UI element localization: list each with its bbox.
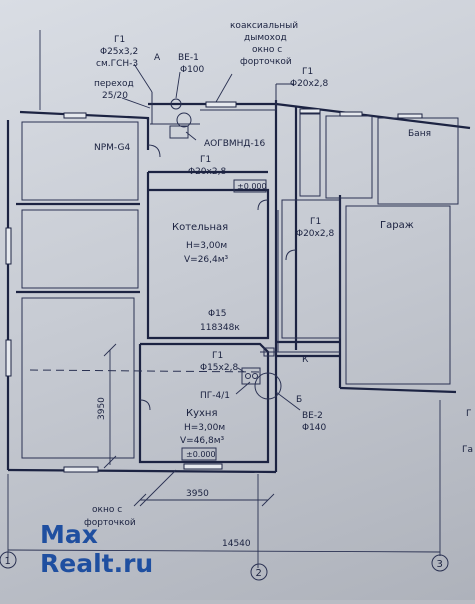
label-level-bottom: ±0.000 (186, 450, 216, 459)
leader-lines (121, 63, 301, 507)
axis-marker-2 (250, 563, 268, 581)
label-ve2-diameter: Φ140 (302, 423, 327, 433)
left-rooms (16, 121, 140, 459)
watermark-realt: Realt.ru (40, 549, 153, 578)
label-b-mark: Б (296, 395, 302, 405)
label-kitchen: Кухня (186, 408, 218, 419)
plan-labels: Г1 Φ25x3,2 см.ГСН-3 А ВЕ-1 Φ100 коаксиал… (84, 21, 473, 549)
label-k-mark: К (302, 355, 309, 365)
label-boiler-room: Котельная (172, 222, 228, 233)
label-transition: переход (94, 79, 134, 89)
axis-marker-3 (431, 554, 449, 572)
label-g1-top-standard: см.ГСН-3 (96, 59, 138, 69)
label-boiler-room-height: H=3,00м (186, 241, 227, 251)
windows (5, 101, 423, 473)
label-g1-low: Г1 (212, 351, 223, 361)
axis-markers: 1 2 3 (0, 551, 449, 581)
label-stove: ПГ-4/1 (200, 391, 230, 401)
label-g1-right-top: Г1 (302, 67, 313, 77)
watermark: Max Realt.ru (40, 520, 153, 578)
label-kitchen-volume: V=46,8м³ (180, 436, 225, 446)
label-edge-right-2: Га (462, 445, 473, 455)
label-g1-low-diameter: Φ15x2,8 (200, 363, 238, 373)
label-boiler-room-volume: V=26,4м³ (184, 255, 229, 265)
label-d15: Φ15 (208, 309, 227, 319)
watermark-max: Max (40, 520, 98, 549)
dimension-lines (7, 30, 441, 568)
label-meter: NPM-G4 (94, 143, 130, 153)
label-dim-horizontal: 3950 (186, 489, 209, 499)
label-ve1-diameter: Φ100 (180, 65, 205, 75)
axis-label-3: 3 (437, 559, 443, 570)
label-g1-top-diameter: Φ25x3,2 (100, 47, 138, 57)
outer-walls (6, 100, 471, 474)
label-window-note: окно с (92, 505, 122, 515)
label-g1-right-top-diameter: Φ20x2,8 (290, 79, 328, 89)
label-ve2: ВЕ-2 (302, 411, 323, 421)
level-box-top (233, 179, 267, 193)
label-kitchen-height: H=3,00м (184, 423, 225, 433)
label-garage: Гараж (380, 220, 414, 231)
label-dim-total: 14540 (222, 539, 251, 549)
label-bath: Баня (408, 129, 431, 139)
kitchen-room (138, 342, 270, 464)
label-g1-mid: Г1 (200, 155, 211, 165)
label-code: 118348к (200, 323, 240, 333)
label-dim-vertical: 3950 (97, 397, 107, 420)
axis-label-1: 1 (5, 556, 11, 567)
label-g1-top: Г1 (114, 35, 125, 45)
label-g1-mid-diameter: Φ20x2,8 (188, 167, 226, 177)
right-rooms (276, 113, 459, 385)
boiler-room (146, 170, 270, 340)
label-boiler: АОГВМНД-16 (204, 139, 265, 149)
axis-label-2: 2 (256, 568, 262, 579)
label-g1-garage-diameter: Φ20x2,8 (296, 229, 334, 239)
axis-marker-1 (0, 551, 17, 569)
label-a-mark: А (154, 53, 161, 63)
label-window-note-vent: форточкой (84, 518, 136, 528)
level-box-bottom (181, 447, 217, 461)
label-transition-size: 25/20 (102, 91, 128, 101)
label-vent-window: форточкой (240, 57, 292, 67)
doors (139, 144, 297, 411)
label-coaxial: коаксиальный (230, 21, 298, 31)
label-edge-right-1: Г (466, 409, 472, 419)
label-level-top: ±0.000 (237, 182, 267, 191)
label-window-with: окно с (252, 45, 282, 55)
label-chimney: дымоход (244, 33, 287, 43)
label-ve1: ВЕ-1 (178, 53, 199, 63)
gas-pipes (150, 83, 340, 400)
label-g1-garage: Г1 (310, 217, 321, 227)
